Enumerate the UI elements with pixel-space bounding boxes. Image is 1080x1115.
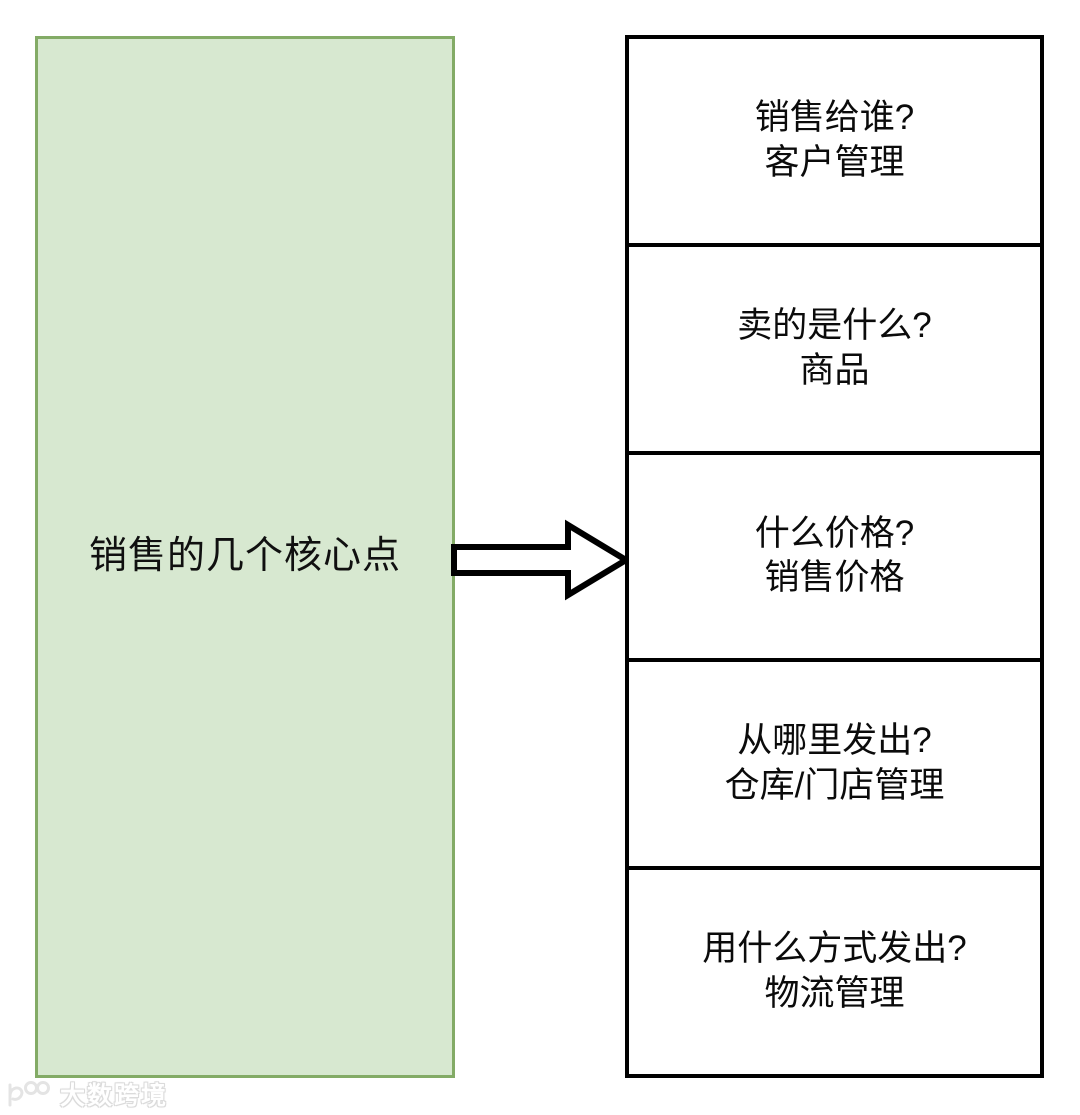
item-box-3: 什么价格? 销售价格 [629,454,1040,663]
item-box-2: 卖的是什么? 商品 [629,246,1040,455]
item-question-3: 什么价格? [754,513,915,553]
items-column: 销售给谁? 客户管理 卖的是什么? 商品 什么价格? 销售价格 从哪里发出? 仓… [625,35,1044,1078]
item-box-4: 从哪里发出? 仓库/门店管理 [629,662,1040,871]
item-answer-4: 仓库/门店管理 [724,766,945,806]
item-answer-5: 物流管理 [764,974,905,1014]
item-answer-1: 客户管理 [764,142,905,182]
item-question-4: 从哪里发出? [737,721,932,761]
item-question-1: 销售给谁? [754,98,915,138]
watermark: 大数跨境 [6,1076,168,1112]
item-question-5: 用什么方式发出? [702,929,967,969]
source-node-label: 销售的几个核心点 [88,535,401,578]
item-answer-3: 销售价格 [764,558,905,598]
dashu-kuajing-logo-icon [8,1081,50,1107]
arrow-right-icon [451,519,630,601]
item-box-5: 用什么方式发出? 物流管理 [629,870,1040,1074]
item-question-2: 卖的是什么? [737,305,932,345]
watermark-text: 大数跨境 [60,1082,169,1110]
source-node: 销售的几个核心点 [35,36,455,1078]
item-answer-2: 商品 [799,350,870,390]
item-box-1: 销售给谁? 客户管理 [629,39,1040,247]
